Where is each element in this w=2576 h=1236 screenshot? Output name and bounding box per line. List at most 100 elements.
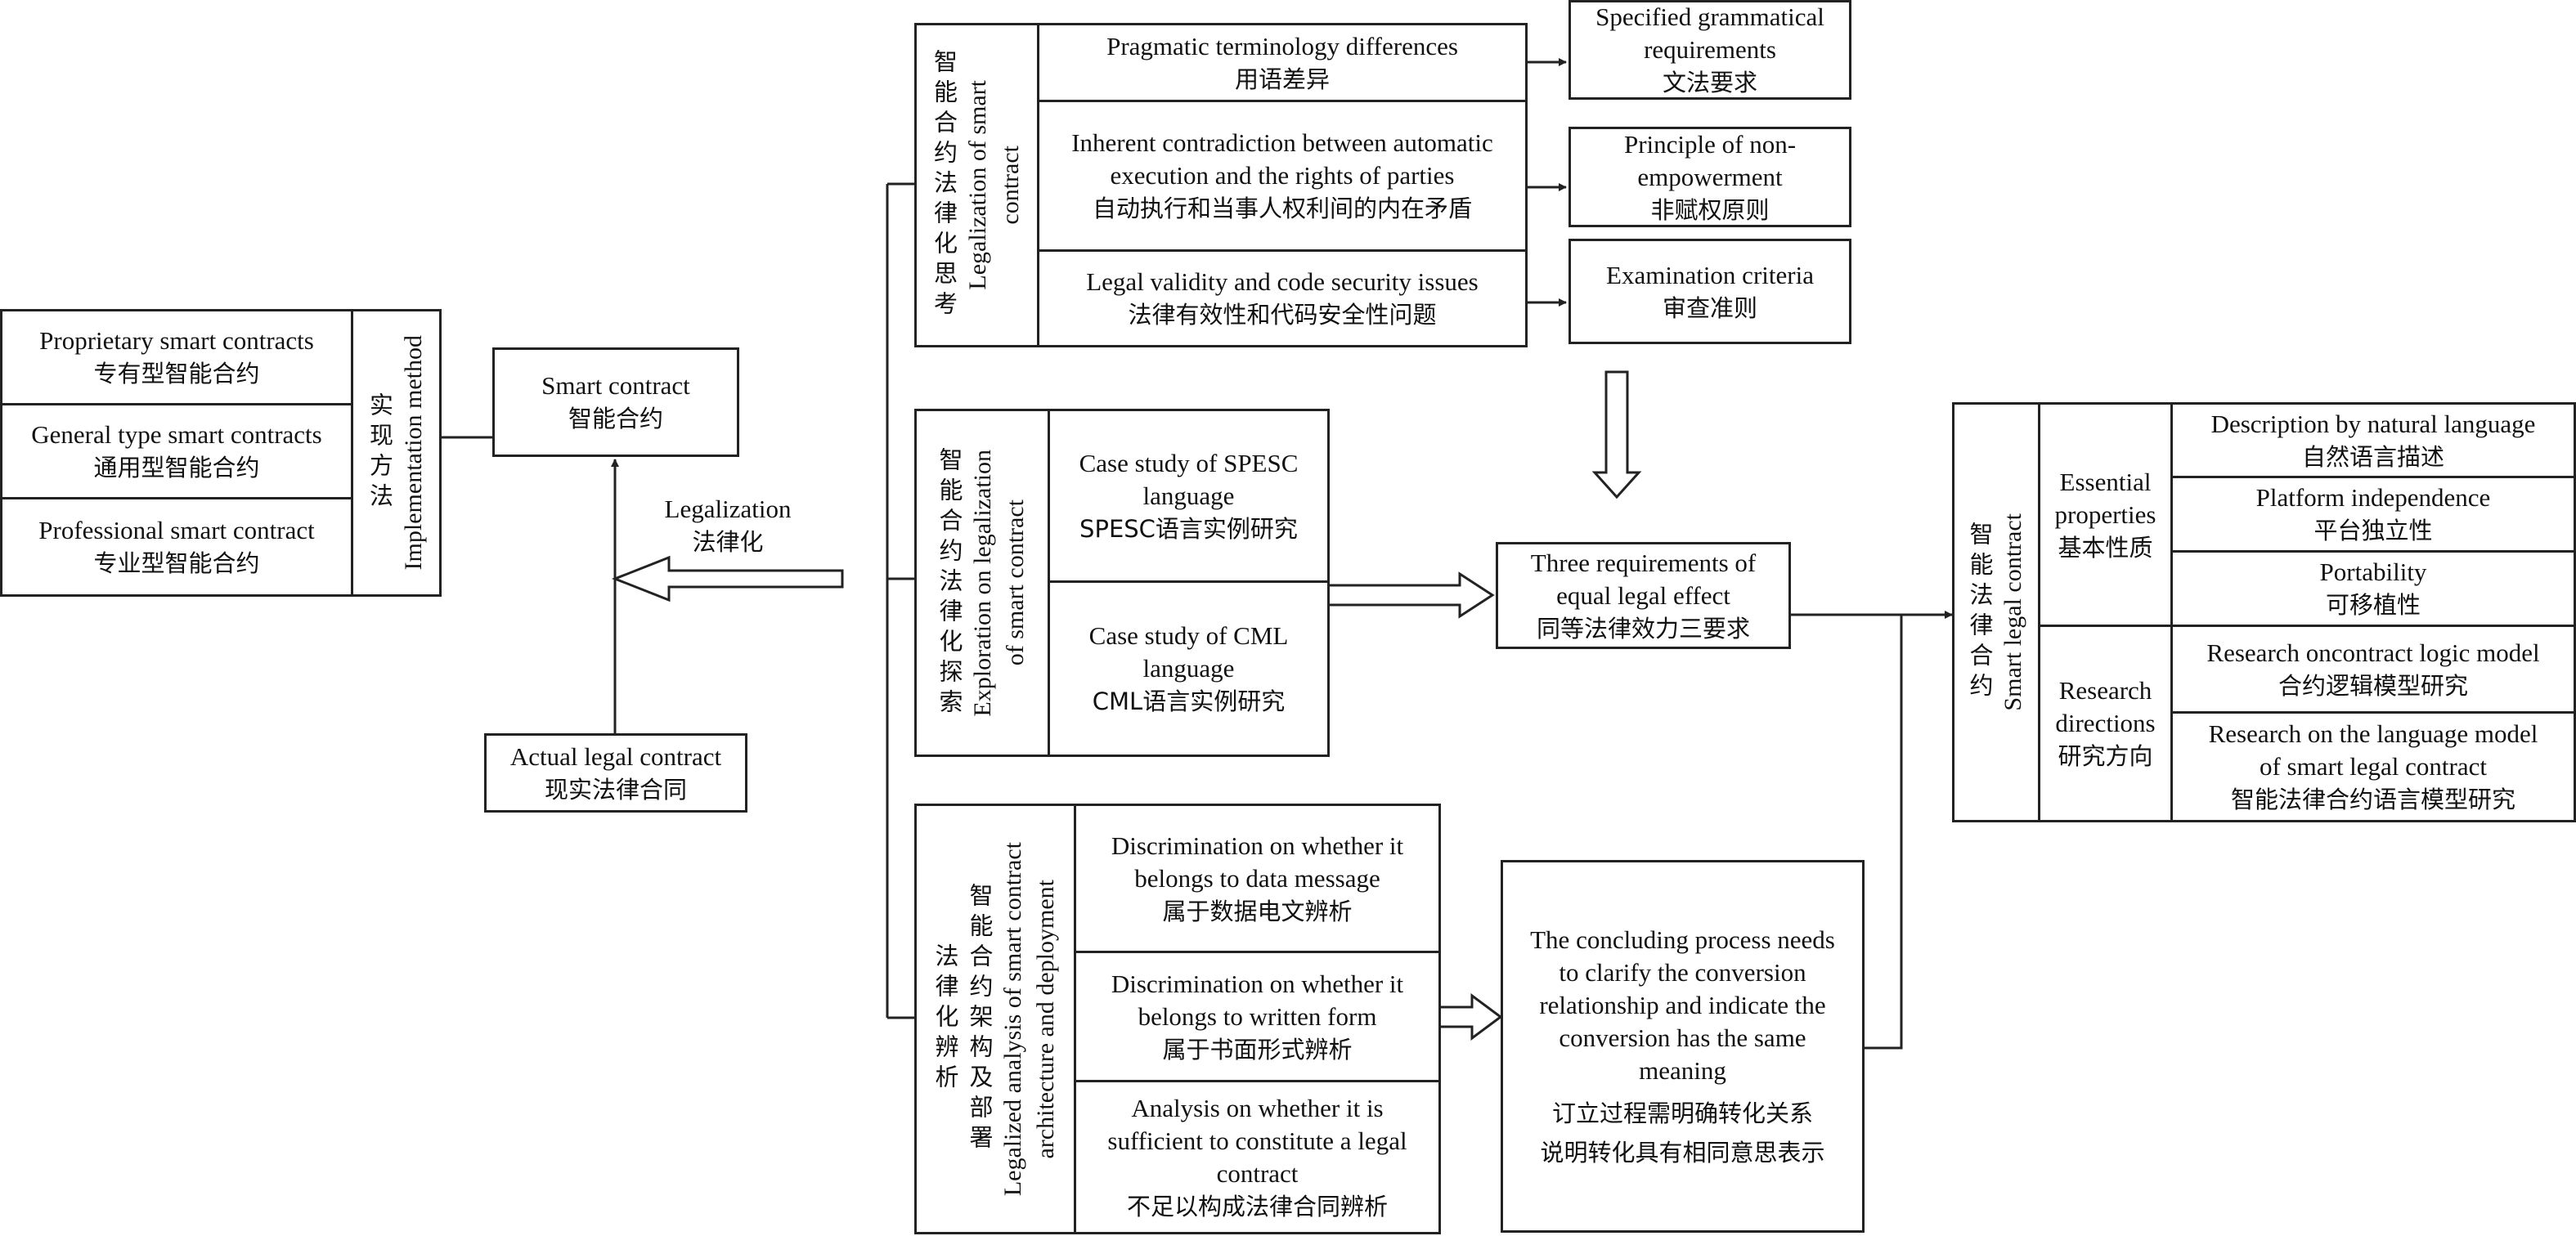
analysis-row3-en1: Analysis on whether it is (1131, 1093, 1384, 1122)
property-natural-language: Description by natural language 自然语言描述 (2173, 405, 2574, 478)
thinking-row2-en1: Inherent contradiction between automatic (1071, 128, 1493, 157)
requirements-en1: Three requirements of (1530, 548, 1757, 577)
concluding-en-3: relationship and indicate the (1539, 991, 1826, 1019)
legalization-hollow-arrow (611, 555, 844, 602)
result3-zh: 审查准则 (1662, 293, 1757, 322)
result-non-empowerment: Principle of non- empowerment 非赋权原则 (1568, 127, 1851, 227)
analysis-row3-zh: 不足以构成法律合同辨析 (1126, 1192, 1388, 1220)
method-en: Implementation method (399, 335, 427, 571)
implementation-panel: Proprietary smart contracts 专有型智能合约 Gene… (0, 309, 442, 597)
property2-zh: 平台独立性 (2313, 517, 2433, 544)
research-zh: 研究方向 (2058, 742, 2153, 770)
result-examination: Examination criteria 审查准则 (1568, 239, 1851, 344)
smart-legal-side-en: Smart legal contract (1999, 513, 2026, 711)
analysis-block: 法律化辨析 智能合约架构及部署 Legalized analysis of sm… (914, 804, 1441, 1234)
property-portability: Portability 可移植性 (2173, 553, 2574, 627)
exploration-block: 智能合约法律化探索 Exploration on legalization of… (914, 409, 1330, 757)
legalization-zh: 法律化 (692, 528, 764, 556)
property2-en: Platform independence (2255, 483, 2491, 512)
requirements-zh: 同等法律效力三要求 (1536, 614, 1750, 643)
property3-zh: 可移植性 (2325, 591, 2421, 619)
thinking-side-en2: contract (996, 146, 1024, 225)
analysis-row-data-message: Discrimination on whether it belongs to … (1076, 806, 1438, 953)
analysis-row1-en1: Discrimination on whether it (1111, 831, 1404, 860)
research-directions-label: Research directions 研究方向 (2040, 627, 2173, 820)
thinking-row2-zh: 自动执行和当事人权利间的内在矛盾 (1092, 195, 1472, 222)
thinking-row1-zh: 用语差异 (1234, 65, 1330, 93)
direction-language-model: Research on the language model of smart … (2173, 714, 2574, 820)
type-proprietary: Proprietary smart contracts 专有型智能合约 (2, 311, 353, 405)
direction1-zh: 合约逻辑模型研究 (2278, 671, 2468, 700)
result3-en1: Examination criteria (1606, 260, 1814, 289)
analysis-row2-zh: 属于书面形式辨析 (1162, 1035, 1353, 1064)
smart-contract-en: Smart contract (541, 371, 690, 400)
concluding-en-2: to clarify the conversion (1559, 958, 1806, 987)
result-grammatical: Specified grammatical requirements 文法要求 (1568, 0, 1851, 100)
analysis-side-zh2: 智能合约架构及部署 (966, 883, 994, 1155)
concluding-zh-1: 订立过程需明确转化关系 (1551, 1099, 1813, 1127)
thinking-row3-zh: 法律有效性和代码安全性问题 (1128, 301, 1437, 329)
result1-zh: 文法要求 (1662, 69, 1757, 96)
concluding-process-box: The concluding process needs to clarify … (1501, 860, 1865, 1233)
type-proprietary-en: Proprietary smart contracts (39, 326, 314, 355)
analysis-side-zh1: 法律化辨析 (931, 943, 959, 1095)
concluding-en-4: conversion has the same (1559, 1023, 1806, 1052)
smart-legal-side-zh: 智能法律合约 (1966, 522, 1994, 703)
analysis-side-en2: architecture and deployment (1032, 879, 1059, 1159)
smart-legal-contract-block: 智能法律合约 Smart legal contract Essential pr… (1952, 402, 2576, 822)
direction-logic-model: Research oncontract logic model 合约逻辑模型研究 (2173, 627, 2574, 714)
analysis-side-en1: Legalized analysis of smart contract (999, 841, 1026, 1197)
cml-en2: language (1142, 654, 1235, 683)
concluding-zh-2: 说明转化具有相同意思表示 (1540, 1139, 1825, 1167)
exploration-side-zh: 智能合约法律化探索 (936, 446, 963, 719)
direction2-en1: Research on the language model (2208, 719, 2538, 748)
spesc-en1: Case study of SPESC (1079, 448, 1299, 477)
concluding-en-5: meaning (1639, 1056, 1726, 1085)
result2-en2: empowerment (1637, 162, 1783, 191)
property-platform-independence: Platform independence 平台独立性 (2173, 478, 2574, 553)
essential-en2: properties (2054, 499, 2156, 529)
spesc-en2: language (1142, 481, 1235, 510)
exploration-side-en1: Exploration on legalization (969, 449, 996, 717)
exploration-row-spesc: Case study of SPESC language SPESC语言实例研究 (1050, 411, 1327, 583)
result2-en1: Principle of non- (1623, 129, 1797, 159)
thinking-row3-en1: Legal validity and code security issues (1086, 267, 1479, 296)
type-general: General type smart contracts 通用型智能合约 (2, 405, 353, 499)
thinking-block: 智能合约法律化思考 Legalization of smart contract… (914, 23, 1528, 347)
thinking-row1-en1: Pragmatic terminology differences (1106, 31, 1458, 60)
analysis-row-legal-contract: Analysis on whether it is sufficient to … (1076, 1082, 1438, 1232)
exploration-row-cml: Case study of CML language CML语言实例研究 (1050, 583, 1327, 755)
exploration-hollow-arrow (1325, 571, 1495, 619)
essential-properties-label: Essential properties 基本性质 (2040, 405, 2173, 627)
analysis-row3-en3: contract (1216, 1158, 1299, 1188)
implementation-method-label: 实现方法 Implementation method (353, 311, 439, 594)
thinking-row-contradiction: Inherent contradiction between automatic… (1039, 102, 1525, 252)
smart-contract-zh: 智能合约 (568, 405, 663, 432)
spesc-zh: SPESC语言实例研究 (1079, 514, 1298, 543)
legalization-en: Legalization (664, 495, 792, 523)
type-general-en: General type smart contracts (31, 420, 322, 449)
analysis-hollow-arrow (1436, 993, 1503, 1041)
smart-legal-side-label: 智能法律合约 Smart legal contract (1954, 405, 2040, 820)
result1-en1: Specified grammatical (1595, 2, 1824, 31)
exploration-side-label: 智能合约法律化探索 Exploration on legalization of… (917, 411, 1050, 755)
result1-en2: requirements (1644, 35, 1776, 64)
direction1-en: Research oncontract logic model (2206, 638, 2540, 667)
analysis-row1-en2: belongs to data message (1134, 863, 1380, 893)
thinking-side-en1: Legalization of smart (963, 80, 991, 290)
type-professional-en: Professional smart contract (38, 516, 315, 544)
thinking-side-label: 智能合约法律化思考 Legalization of smart contract (917, 25, 1039, 345)
thinking-row-terminology: Pragmatic terminology differences 用语差异 (1039, 25, 1525, 102)
actual-contract-zh: 现实法律合同 (544, 775, 687, 804)
essential-en1: Essential (2059, 467, 2152, 496)
analysis-row2-en2: belongs to written form (1138, 1001, 1377, 1031)
thinking-side-zh: 智能合约法律化思考 (930, 49, 958, 321)
type-proprietary-zh: 专有型智能合约 (93, 360, 260, 387)
requirements-en2: equal legal effect (1556, 580, 1730, 610)
actual-contract-box: Actual legal contract 现实法律合同 (484, 733, 747, 813)
property1-zh: 自然语言描述 (2301, 442, 2444, 471)
method-zh: 实现方法 (366, 392, 394, 513)
thinking-row2-en2: execution and the rights of parties (1110, 161, 1455, 190)
direction2-zh: 智能法律合约语言模型研究 (2230, 786, 2515, 813)
